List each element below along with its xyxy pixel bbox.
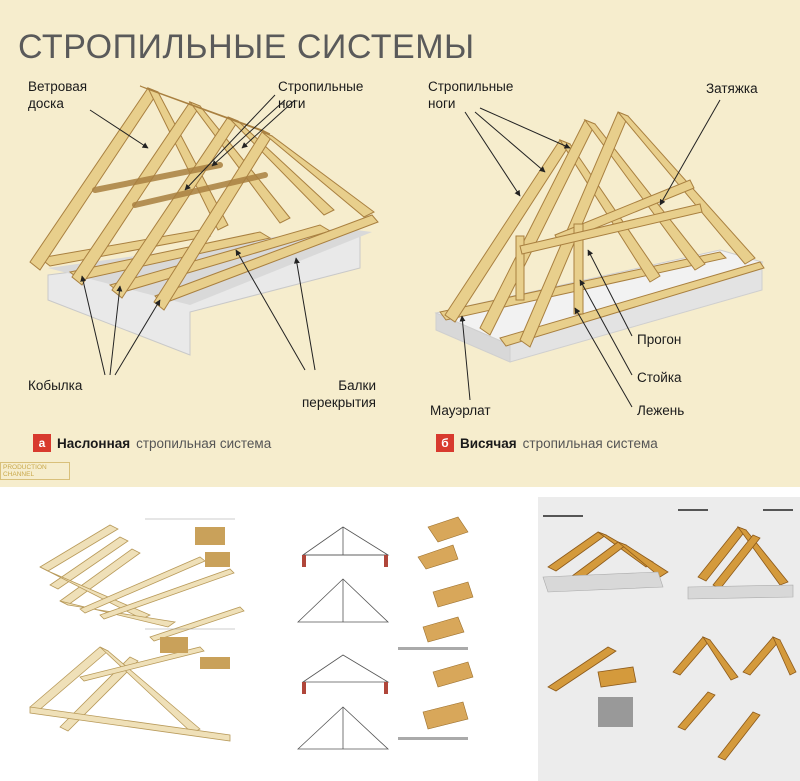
thumbnail-3-drawing <box>542 509 797 761</box>
thumbnail-3[interactable] <box>538 497 800 781</box>
rafter-diagrams <box>29 85 765 408</box>
label-floor-beams: Балки перекрытия <box>302 378 376 410</box>
caption-inclined-bold: Наслонная <box>57 435 131 451</box>
page-title: СТРОПИЛЬНЫЕ СИСТЕМЫ <box>18 28 475 66</box>
caption-badge-a: а <box>33 434 51 452</box>
label-wind-board: Ветровая доска <box>28 79 88 111</box>
wind-board <box>139 85 271 135</box>
watermark-logo: PRODUCTION CHANNEL <box>0 462 70 480</box>
label-kobylka: Кобылка <box>28 378 83 393</box>
caption-hanging: б Висячая стропильная система <box>436 434 658 452</box>
thumbnail-2[interactable] <box>268 497 530 781</box>
caption-inclined: а Наслонная стропильная система <box>33 434 271 452</box>
thumbnail-1-drawing <box>29 518 245 742</box>
label-rafter-legs-right: Стропильные ноги <box>428 79 514 111</box>
label-mauerlat: Мауэрлат <box>430 403 491 418</box>
thumbnail-2-drawing <box>296 516 474 750</box>
thumbnail-1[interactable] <box>0 497 258 781</box>
inclined-rafter-diagram <box>29 85 379 376</box>
floor-beams <box>38 214 379 305</box>
caption-hanging-bold: Висячая <box>460 435 517 451</box>
label-tie: Затяжка <box>706 81 758 96</box>
label-post: Стойка <box>637 370 682 385</box>
main-infographic: СТРОПИЛЬНЫЕ СИСТЕМЫ <box>0 0 800 487</box>
label-rafter-legs-left: Стропильные ноги <box>278 79 364 111</box>
hanging-rafter-diagram <box>434 99 765 408</box>
caption-inclined-rest: стропильная система <box>136 435 272 451</box>
caption-hanging-rest: стропильная система <box>522 435 658 451</box>
purlin <box>519 203 703 255</box>
label-sill: Лежень <box>637 403 685 418</box>
caption-badge-b: б <box>436 434 454 452</box>
label-purlin: Прогон <box>637 332 682 347</box>
